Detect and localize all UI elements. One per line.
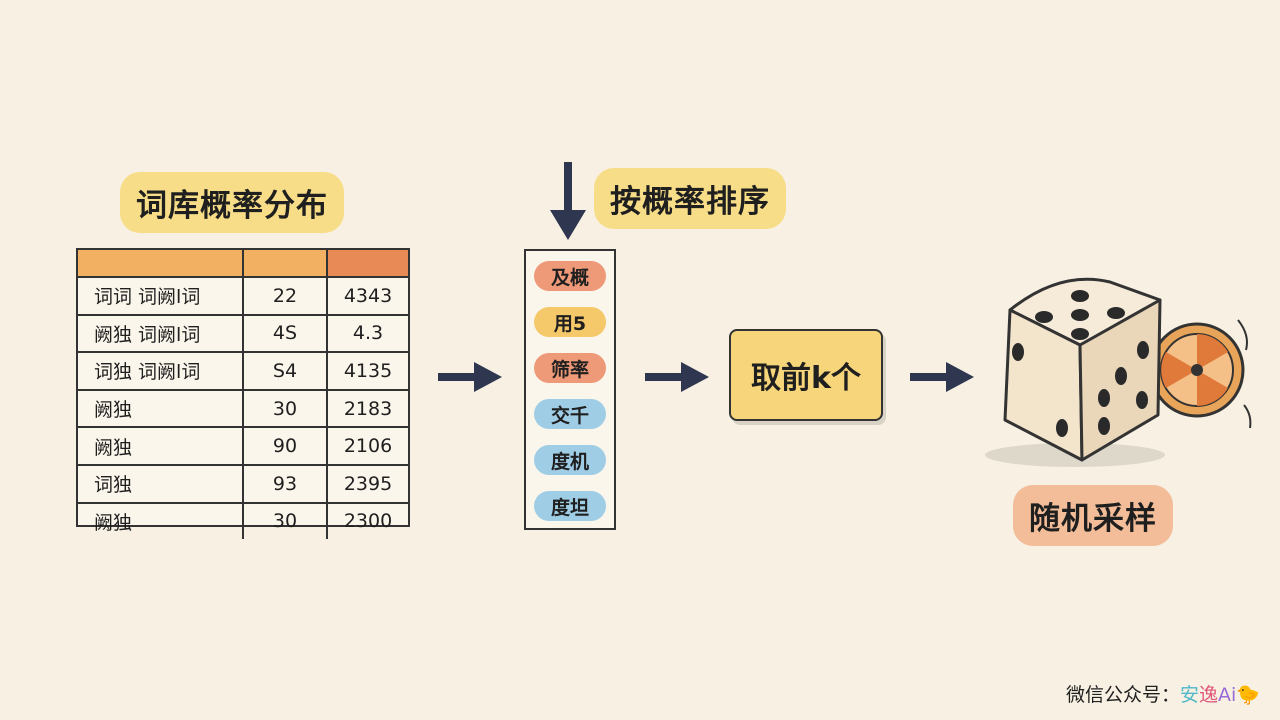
value-cell: 4.3 (352, 322, 384, 345)
sorted-item: 用5 (534, 307, 606, 337)
random-sampling-label: 随机采样 (1013, 485, 1173, 546)
sorted-item-text: 度机 (550, 450, 589, 473)
spinner-wheel-icon (1149, 319, 1252, 429)
vocab-distribution-label: 词库概率分布 (120, 172, 344, 233)
value-cell: 22 (244, 278, 328, 314)
sorted-item: 度坦 (534, 491, 606, 521)
value-cell: 2395 (343, 472, 393, 495)
word-cell: 阙独 词阙l词 (78, 315, 244, 352)
sorted-item: 筛率 (534, 353, 606, 383)
table-header (78, 250, 408, 278)
table-row: 阙独 30 2300 (78, 503, 408, 540)
table-row: 词独 93 2395 (78, 465, 408, 504)
table-row: 阙独 90 2106 (78, 428, 408, 466)
word-cell: 词独 (78, 465, 244, 502)
value-cell: S4 (244, 353, 328, 389)
sorted-list: 及概 用5 筛率 交千 度机 度坦 (524, 249, 616, 530)
value-cell: 30 (244, 503, 328, 540)
sorted-item-text: 度坦 (550, 496, 589, 519)
watermark: 微信公众号：安逸Ai🐤 (1066, 680, 1260, 707)
arrow-right-icon (645, 362, 709, 392)
value-cell: 93 (244, 465, 328, 502)
sort-by-probability-label: 按概率排序 (594, 168, 786, 229)
sorted-item-text: 交千 (550, 404, 589, 427)
watermark-name-a: 安 (1180, 684, 1200, 706)
probability-table: 词词 词阙l词 22 4343 阙独 词阙l词 4S 4.3 词独 词阙l词 S… (76, 248, 410, 540)
top-k-box: 取前k个 (729, 329, 883, 421)
arrow-right-icon (910, 362, 974, 392)
word-cell: 阙独 (78, 390, 244, 427)
table-row: 阙独 词阙l词 4S 4.3 (78, 315, 408, 354)
table-row: 词词 词阙l词 22 4343 (78, 278, 408, 316)
dice-icon (985, 277, 1165, 467)
sorted-item: 及概 (534, 261, 606, 291)
sorted-item-text: 筛率 (550, 358, 589, 381)
value-cell: 4343 (343, 284, 393, 307)
sorted-item: 交千 (534, 399, 606, 429)
word-cell: 词词 词阙l词 (78, 278, 244, 314)
arrow-right-icon (438, 362, 502, 392)
value-cell: 2183 (343, 397, 393, 420)
sorted-item-text: 用5 (553, 312, 587, 335)
table-header-cell (328, 250, 408, 276)
chick-icon: 🐤 (1236, 684, 1260, 706)
table-header-cell (244, 250, 328, 276)
watermark-name-b: 逸 (1199, 684, 1219, 706)
value-cell: 2106 (343, 435, 393, 458)
table-row: 阙独 30 2183 (78, 390, 408, 429)
table-header-cell (78, 250, 244, 276)
word-cell: 阙独 (78, 428, 244, 464)
value-cell: 4135 (343, 359, 393, 382)
sorted-item-text: 及概 (550, 266, 589, 289)
arrow-down-icon (550, 162, 586, 240)
value-cell: 90 (244, 428, 328, 464)
table-row: 词独 词阙l词 S4 4135 (78, 353, 408, 391)
value-cell: 4S (244, 315, 328, 352)
watermark-name-c: Ai (1218, 684, 1237, 706)
value-cell: 30 (244, 390, 328, 427)
value-cell: 2300 (343, 510, 393, 533)
word-cell: 阙独 (78, 503, 244, 540)
word-cell: 词独 词阙l词 (78, 353, 244, 389)
watermark-prefix: 微信公众号： (1066, 684, 1181, 706)
sorted-item: 度机 (534, 445, 606, 475)
